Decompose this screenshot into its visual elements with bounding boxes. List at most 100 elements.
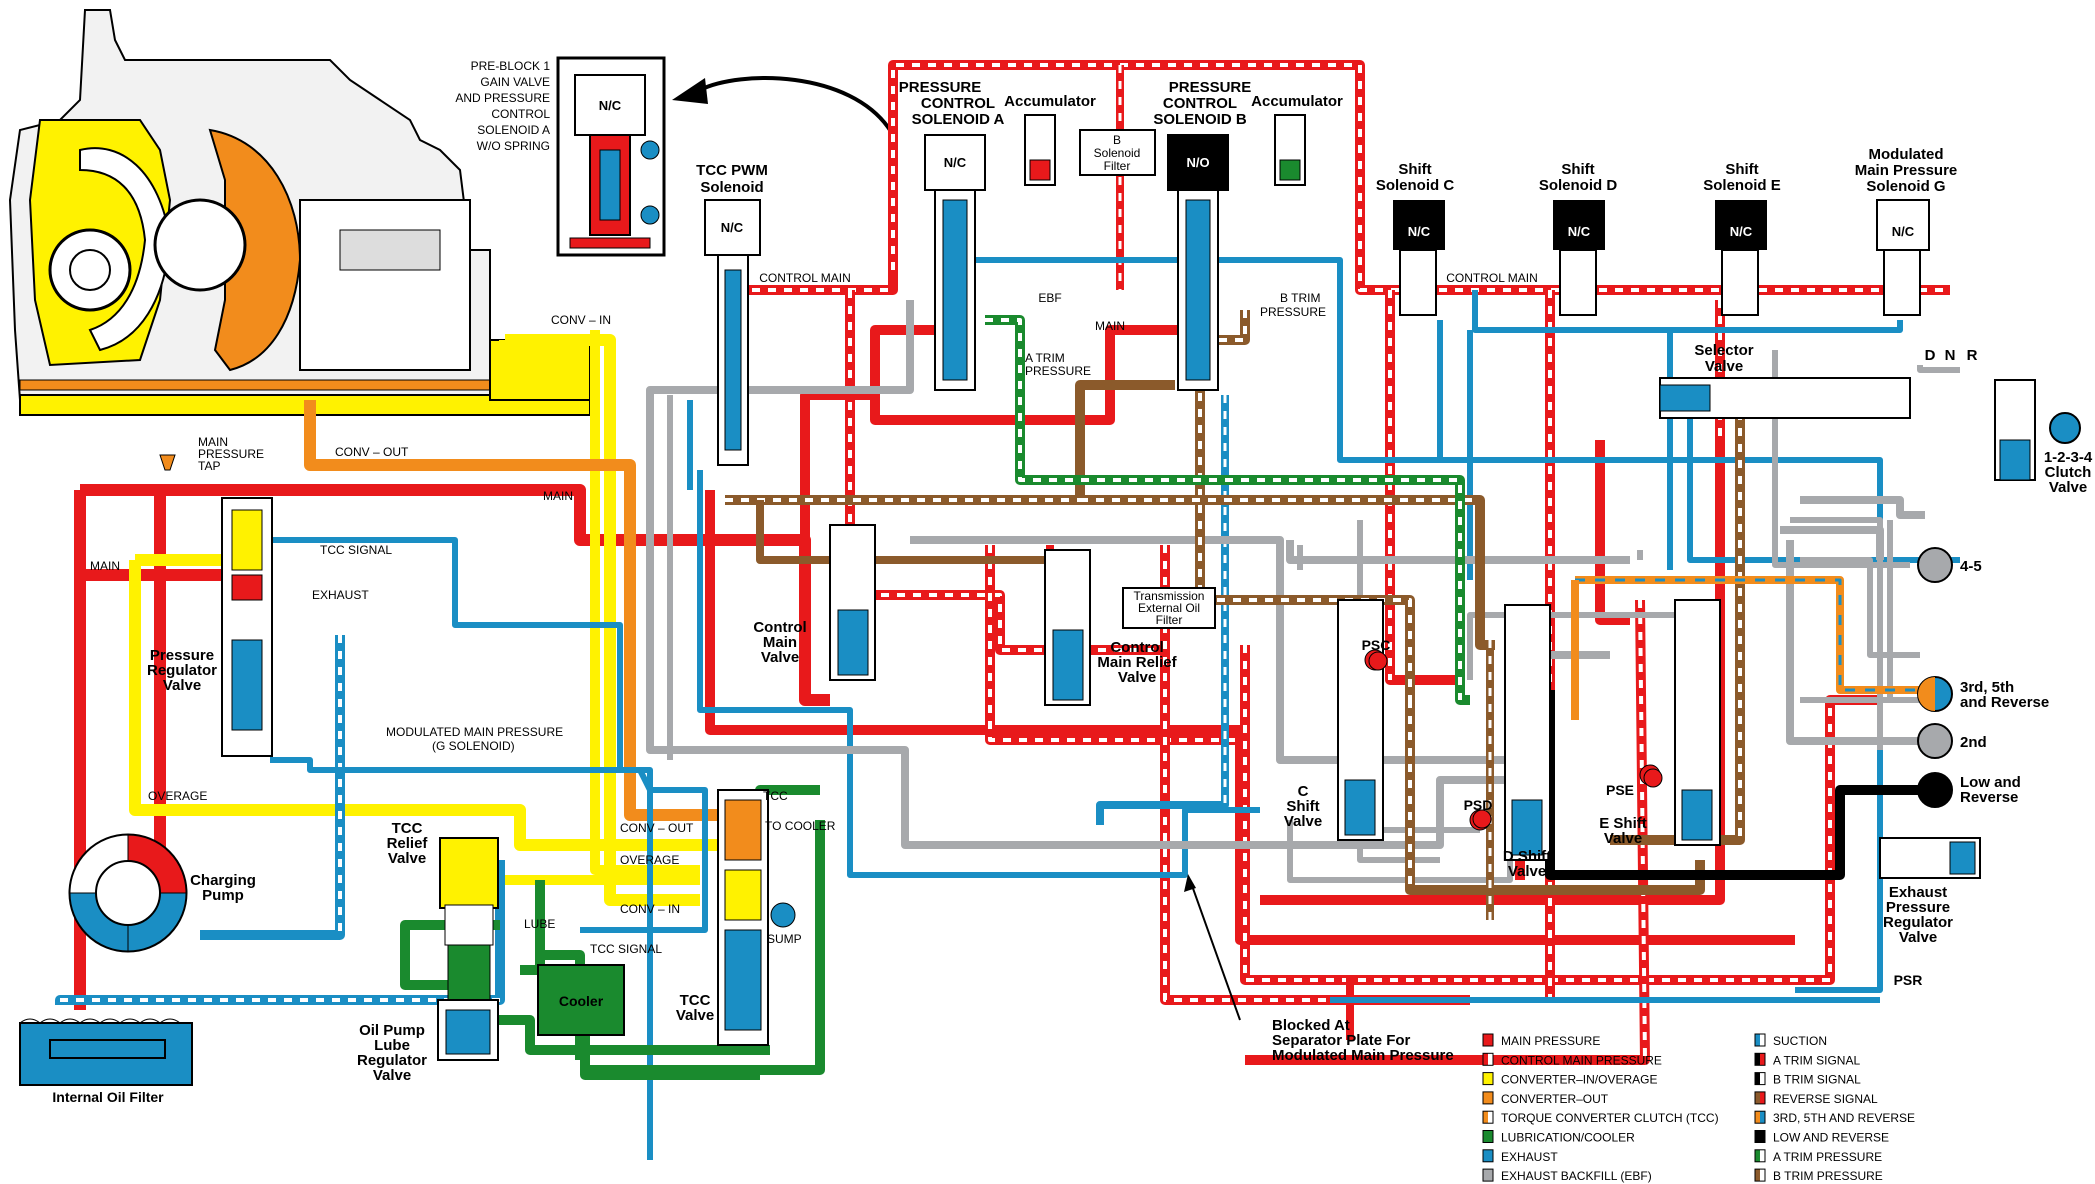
- svg-text:Control: Control: [1110, 639, 1163, 656]
- svg-text:MODULATED MAIN PRESSURE: MODULATED MAIN PRESSURE: [386, 725, 563, 739]
- svg-text:Regulator: Regulator: [357, 1052, 427, 1069]
- legend-item: LOW AND REVERSE: [1754, 1130, 1889, 1145]
- d-shift-label: D Shift Valve: [1503, 848, 1551, 880]
- svg-text:CONTROL: CONTROL: [921, 95, 995, 112]
- svg-text:Valve: Valve: [1899, 929, 1937, 946]
- svg-text:Pressure: Pressure: [150, 647, 214, 664]
- main-label-left: MAIN: [543, 489, 573, 503]
- svg-text:Valve: Valve: [1118, 669, 1156, 686]
- legend-item: MAIN PRESSURE: [1482, 1033, 1600, 1048]
- svg-text:AND PRESSURE: AND PRESSURE: [455, 91, 550, 105]
- preblock-nc-label: N/C: [599, 98, 622, 113]
- legend-label: SUCTION: [1773, 1034, 1827, 1048]
- mod-main-nc-label: N/C: [1892, 224, 1915, 239]
- shift-e-label: Shift Solenoid E: [1703, 161, 1781, 194]
- b-trim-pressure-label: B TRIM PRESSURE: [1260, 291, 1326, 319]
- svg-text:Regulator: Regulator: [1883, 914, 1953, 931]
- svg-text:Shift: Shift: [1725, 161, 1758, 178]
- svg-text:Valve: Valve: [1705, 358, 1743, 375]
- tcc-signal-label-bottom: TCC SIGNAL: [590, 942, 662, 956]
- legend-label: MAIN PRESSURE: [1501, 1034, 1600, 1048]
- svg-text:Solenoid: Solenoid: [1094, 146, 1141, 160]
- svg-text:Accumulator: Accumulator: [1251, 93, 1343, 110]
- legend-label: LUBRICATION/COOLER: [1501, 1131, 1635, 1145]
- legend-item: A TRIM SIGNAL: [1754, 1052, 1860, 1067]
- cooler-label: Cooler: [559, 993, 604, 1009]
- clutch-3r-label: 3rd, 5th and Reverse: [1960, 679, 2049, 711]
- tcc-relief-label: TCC Relief Valve: [387, 820, 429, 867]
- control-main-valve-label: Control Main Valve: [753, 619, 806, 666]
- svg-text:Main Relief: Main Relief: [1097, 654, 1177, 671]
- svg-text:(G SOLENOID): (G SOLENOID): [432, 739, 515, 753]
- svg-text:A TRIM: A TRIM: [1025, 351, 1065, 365]
- svg-text:Accumulator: Accumulator: [1004, 93, 1096, 110]
- preblock-note: PRE-BLOCK 1 GAIN VALVE AND PRESSURE CONT…: [455, 59, 550, 153]
- conv-in-label-top: CONV – IN: [551, 313, 611, 327]
- legend-item: TORQUE CONVERTER CLUTCH (TCC): [1482, 1110, 1719, 1125]
- svg-text:MAIN: MAIN: [198, 435, 228, 449]
- tcc-pwm-nc-label: N/C: [721, 220, 744, 235]
- shift-e-nc-label: N/C: [1730, 224, 1753, 239]
- conv-in-label-bottom: CONV – IN: [620, 902, 680, 916]
- shift-d-label: Shift Solenoid D: [1539, 161, 1618, 194]
- legend-label: TORQUE CONVERTER CLUTCH (TCC): [1501, 1111, 1719, 1125]
- svg-text:Valve: Valve: [373, 1067, 411, 1084]
- conv-out-label-bottom: CONV – OUT: [620, 821, 694, 835]
- svg-text:Regulator: Regulator: [147, 662, 217, 679]
- external-filter-label: Transmission External Oil Filter: [1134, 589, 1205, 627]
- svg-text:Pressure: Pressure: [1886, 899, 1950, 916]
- svg-text:Valve: Valve: [2049, 479, 2087, 496]
- svg-text:E Shift: E Shift: [1599, 815, 1647, 832]
- svg-text:Solenoid D: Solenoid D: [1539, 177, 1618, 194]
- svg-text:Valve: Valve: [1604, 830, 1642, 847]
- clutch-lr-label: Low and Reverse: [1960, 774, 2021, 806]
- legend: MAIN PRESSURE CONTROL MAIN PRESSURE CONVER…: [1482, 1033, 1915, 1183]
- svg-text:CONTROL: CONTROL: [491, 107, 550, 121]
- tcc-signal-label-top: TCC SIGNAL: [320, 543, 392, 557]
- svg-text:Lube: Lube: [374, 1037, 410, 1054]
- svg-text:Transmission: Transmission: [1134, 589, 1205, 603]
- svg-text:TCC: TCC: [680, 992, 711, 1009]
- legend-item: REVERSE SIGNAL: [1754, 1091, 1878, 1106]
- shift-d-nc-label: N/C: [1568, 224, 1591, 239]
- svg-text:and Reverse: and Reverse: [1960, 694, 2049, 711]
- shift-c-nc-label: N/C: [1408, 224, 1431, 239]
- svg-text:GAIN VALVE: GAIN VALVE: [480, 75, 550, 89]
- svg-text:Valve: Valve: [676, 1007, 714, 1024]
- svg-text:Solenoid: Solenoid: [700, 179, 763, 196]
- tcc-pwm-label: TCC PWM Solenoid: [696, 162, 768, 196]
- tcc-label: TCC: [763, 789, 788, 803]
- shift-c-label: Shift Solenoid C: [1376, 161, 1455, 194]
- legend-label: REVERSE SIGNAL: [1773, 1092, 1878, 1106]
- svg-text:Valve: Valve: [1284, 813, 1322, 830]
- modulated-main-line-label: MODULATED MAIN PRESSURE (G SOLENOID): [386, 725, 563, 753]
- legend-item: B TRIM PRESSURE: [1754, 1168, 1883, 1183]
- legend-label: 3RD, 5TH AND REVERSE: [1773, 1111, 1915, 1125]
- legend-item: CONTROL MAIN PRESSURE: [1482, 1052, 1662, 1067]
- pcs-b-no-label: N/O: [1186, 155, 1209, 170]
- svg-text:PRESSURE: PRESSURE: [1260, 305, 1326, 319]
- legend-item: LUBRICATION/COOLER: [1482, 1130, 1635, 1145]
- control-main-label-2: CONTROL MAIN: [1446, 271, 1538, 285]
- svg-text:PRESSURE: PRESSURE: [899, 79, 982, 96]
- legend-item: EXHAUST: [1482, 1149, 1558, 1164]
- svg-text:PRESSURE: PRESSURE: [1169, 79, 1252, 96]
- to-cooler-label: TO COOLER: [765, 819, 836, 833]
- legend-item: SUCTION: [1754, 1033, 1827, 1048]
- psc-label: PSC: [1362, 637, 1391, 653]
- legend-label: EXHAUST BACKFILL (EBF): [1501, 1169, 1652, 1183]
- svg-text:Valve: Valve: [761, 649, 799, 666]
- sump-label: SUMP: [767, 932, 802, 946]
- legend-label: A TRIM PRESSURE: [1773, 1150, 1882, 1164]
- svg-text:CONTROL: CONTROL: [1163, 95, 1237, 112]
- legend-item: CONVERTER–OUT: [1482, 1091, 1609, 1106]
- svg-text:Low and: Low and: [1960, 774, 2021, 791]
- svg-text:Pump: Pump: [202, 887, 244, 904]
- cooler-box: [537, 964, 625, 1036]
- selector-valve-label: Selector Valve: [1694, 342, 1753, 375]
- inset-arrow-head: [672, 78, 708, 104]
- legend-item: EXHAUST BACKFILL (EBF): [1482, 1168, 1652, 1183]
- charging-pump: [68, 833, 188, 953]
- legend-label: B TRIM SIGNAL: [1773, 1073, 1861, 1087]
- svg-text:SOLENOID A: SOLENOID A: [477, 123, 550, 137]
